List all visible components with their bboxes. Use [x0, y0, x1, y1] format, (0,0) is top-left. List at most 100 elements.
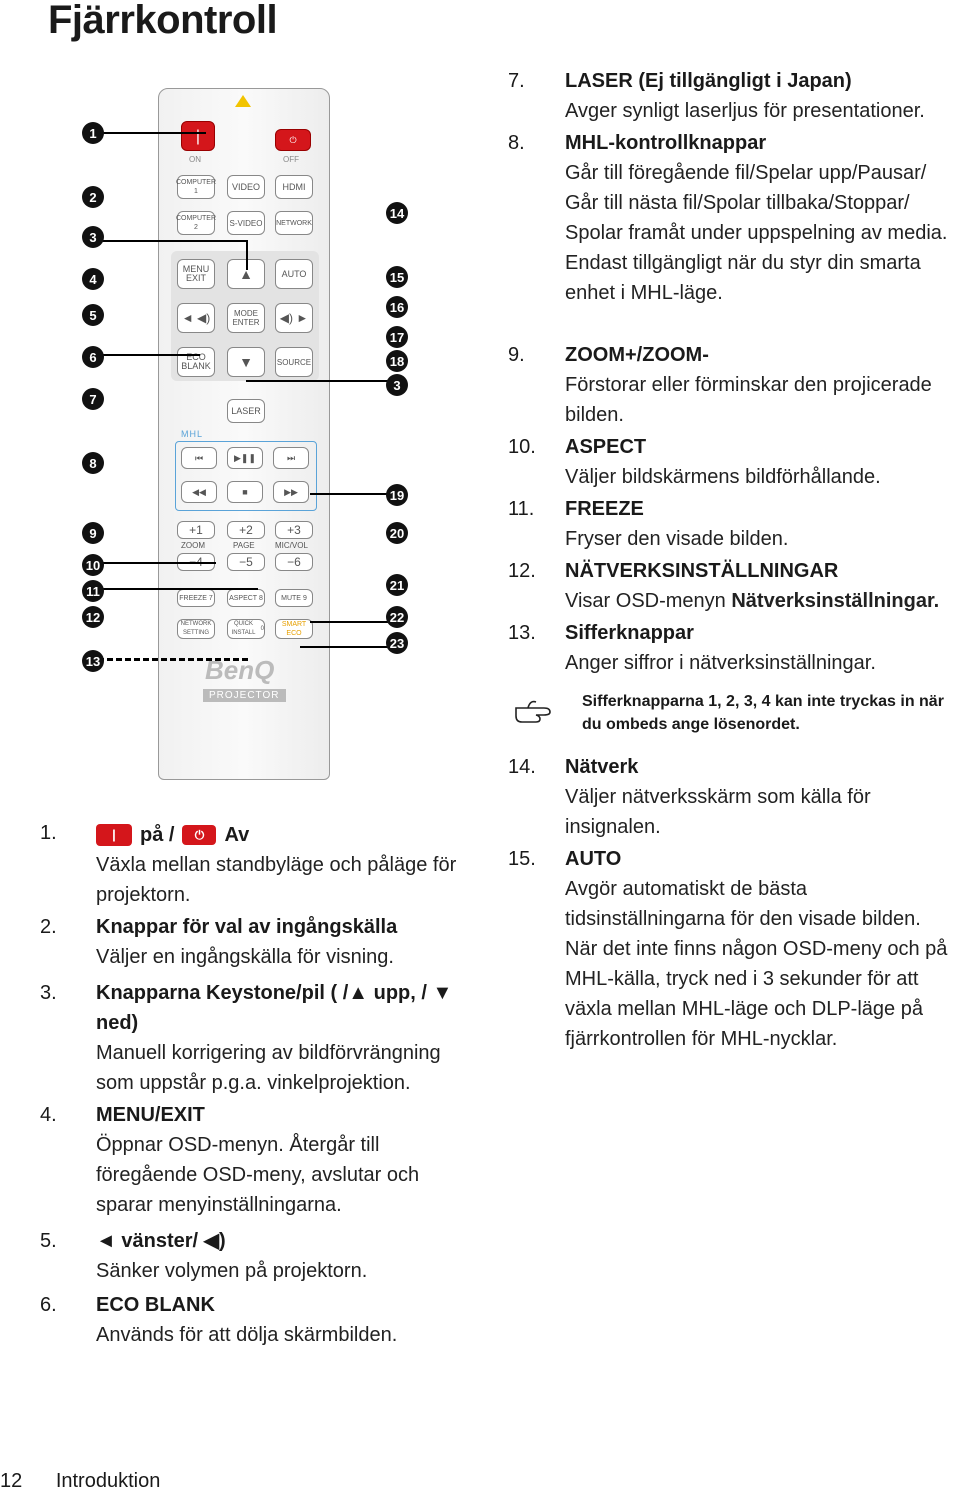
item-number: 3. [40, 982, 57, 1004]
callout-line-3b [246, 240, 248, 270]
laser-button[interactable]: LASER [227, 399, 265, 423]
auto-button[interactable]: AUTO [275, 259, 313, 289]
callout-4: 4 [82, 268, 104, 290]
item-number: 2. [40, 916, 57, 938]
item-description-bold: Nätverksinställningar. [731, 590, 940, 612]
mute-button[interactable]: MUTE 9 [275, 589, 313, 607]
item-heading: Nätverk [565, 756, 639, 778]
item-description: Avgör automatiskt de bästa tidsinställni… [565, 878, 921, 930]
mic-vol-minus-button[interactable]: − 6 [275, 553, 313, 571]
computer1-button[interactable]: COMPUTER 1 [176, 175, 216, 199]
computer2-button[interactable]: COMPUTER 2 [176, 211, 216, 235]
callout-23: 23 [386, 632, 408, 654]
source-button[interactable]: SOURCE [275, 347, 313, 377]
right-volume-up-button[interactable]: ◀) ► [275, 303, 313, 333]
remote-body: | ⏻ ON OFF COMPUTER 1 VIDEO HDMI COMPUTE… [158, 88, 330, 780]
item-heading: Av [224, 824, 250, 846]
list-item: 12. NÄTVERKSINSTÄLLNINGAR Visar OSD-meny… [508, 556, 958, 616]
page-footer: 12 Introduktion [0, 1470, 160, 1493]
item-number: 8. [508, 132, 525, 154]
item-heading: MENU/EXIT [96, 1104, 205, 1126]
mhl-previous-button[interactable]: ⏮ [181, 447, 217, 469]
item-number: 5. [40, 1230, 57, 1252]
list-item: 4. MENU/EXIT Öppnar OSD-menyn. Återgår t… [40, 1100, 480, 1220]
page-label: PAGE [233, 541, 255, 550]
item-heading: på / [140, 824, 175, 846]
page-title: Fjärrkontroll [48, 0, 278, 42]
item-number: 10. [508, 436, 536, 458]
power-on-button[interactable]: | [181, 121, 215, 151]
laser-warning-icon [235, 95, 251, 107]
list-item: 3. Knapparna Keystone/pil ( /▲ upp, / ▼ … [40, 978, 480, 1098]
mhl-label: MHL [181, 429, 204, 439]
callout-line-3-right [246, 380, 390, 382]
smart-eco-button[interactable]: SMART ECO [275, 619, 313, 639]
mhl-fast-forward-button[interactable]: ▶▶ [273, 481, 309, 503]
item-heading: Knapparna Keystone/pil ( /▲ upp, / ▼ ned… [96, 982, 453, 1034]
callout-10: 10 [82, 554, 104, 576]
item-description: Öppnar OSD-menyn. Återgår till föregåend… [96, 1134, 420, 1216]
svideo-button[interactable]: S-VIDEO [227, 211, 265, 235]
volume-down-icon: ◀) [203, 1230, 226, 1252]
mhl-stop-button[interactable]: ■ [227, 481, 263, 503]
off-label: OFF [283, 155, 299, 164]
menu-exit-button[interactable]: MENU EXIT [177, 259, 215, 289]
callout-18: 18 [386, 350, 408, 372]
list-item: 9. ZOOM+/ZOOM- Förstorar eller förminska… [508, 340, 958, 430]
mhl-next-button[interactable]: ⏭ [273, 447, 309, 469]
callout-1: 1 [82, 122, 104, 144]
video-button[interactable]: VIDEO [227, 175, 265, 199]
callout-7: 7 [82, 388, 104, 410]
page-minus-button[interactable]: − 5 [227, 553, 265, 571]
callout-3-right: 3 [386, 374, 408, 396]
list-item: 7. LASER (Ej tillgängligt i Japan) Avger… [508, 66, 958, 126]
callout-line-11 [98, 588, 258, 590]
mode-enter-button[interactable]: MODE ENTER [227, 303, 265, 333]
eco-blank-button[interactable]: ECO BLANK [177, 347, 215, 377]
callout-15: 15 [386, 266, 408, 288]
list-item: 11. FREEZE Fryser den visade bilden. [508, 494, 958, 554]
hdmi-button[interactable]: HDMI [275, 175, 313, 199]
power-off-button[interactable]: ⏻ [275, 129, 311, 151]
list-item: 6. ECO BLANK Används för att dölja skärm… [40, 1290, 480, 1350]
item-description: Förstorar eller förminskar den projicera… [565, 374, 932, 426]
list-item: 5. ◄ vänster/ ◀) Sänker volymen på proje… [40, 1226, 480, 1286]
list-item: 2. Knappar för val av ingångskälla Välje… [40, 912, 480, 972]
item-number: 6. [40, 1294, 57, 1316]
callout-6: 6 [82, 346, 104, 368]
item-description: Väljer nätverksskärm som källa för insig… [565, 786, 871, 838]
item-number: 13. [508, 622, 536, 644]
item-description: Används för att dölja skärmbilden. [96, 1324, 398, 1346]
callout-12: 12 [82, 606, 104, 628]
network-setting-button[interactable]: NETWORK SETTING [177, 619, 215, 639]
list-item: 13. Sifferknappar Anger siffror i nätver… [508, 618, 958, 678]
remote-control-illustration: | ⏻ ON OFF COMPUTER 1 VIDEO HDMI COMPUTE… [70, 80, 440, 780]
callout-line-19 [310, 493, 392, 495]
callout-14: 14 [386, 202, 408, 224]
mic-vol-plus-button[interactable]: + 3 [275, 521, 313, 539]
page-plus-button[interactable]: + 2 [227, 521, 265, 539]
item-description: Fryser den visade bilden. [565, 528, 789, 550]
callout-3: 3 [82, 226, 104, 248]
aspect-button[interactable]: ASPECT 8 [227, 589, 265, 607]
mhl-rewind-button[interactable]: ◀◀ [181, 481, 217, 503]
quick-install-button[interactable]: QUICK INSTALL 0 [227, 619, 265, 639]
callout-line-22 [310, 621, 392, 623]
item-description: Anger siffror i nätverksinställningar. [565, 652, 876, 674]
left-volume-down-button[interactable]: ◄ ◀) [177, 303, 215, 333]
item-heading: LASER (Ej tillgängligt i Japan) [565, 70, 852, 92]
brand-subtitle: PROJECTOR [203, 689, 286, 702]
keystone-down-button[interactable]: ▼ [227, 347, 265, 377]
item-description: Väljer bildskärmens bildförhållande. [565, 466, 881, 488]
callout-9: 9 [82, 522, 104, 544]
pointing-hand-icon [514, 696, 554, 726]
item-description: När det inte finns någon OSD-meny och på… [565, 938, 948, 1050]
item-description: Endast tillgängligt när du styr din smar… [565, 252, 921, 304]
zoom-plus-button[interactable]: + 1 [177, 521, 215, 539]
network-button[interactable]: NETWORK [275, 211, 313, 235]
mhl-play-pause-button[interactable]: ▶❚❚ [227, 447, 263, 469]
item-number: 12. [508, 560, 536, 582]
list-item: 15. AUTO Avgör automatiskt de bästa tids… [508, 844, 958, 1054]
item-number: 1. [40, 822, 57, 844]
freeze-button[interactable]: FREEZE 7 [177, 589, 215, 607]
